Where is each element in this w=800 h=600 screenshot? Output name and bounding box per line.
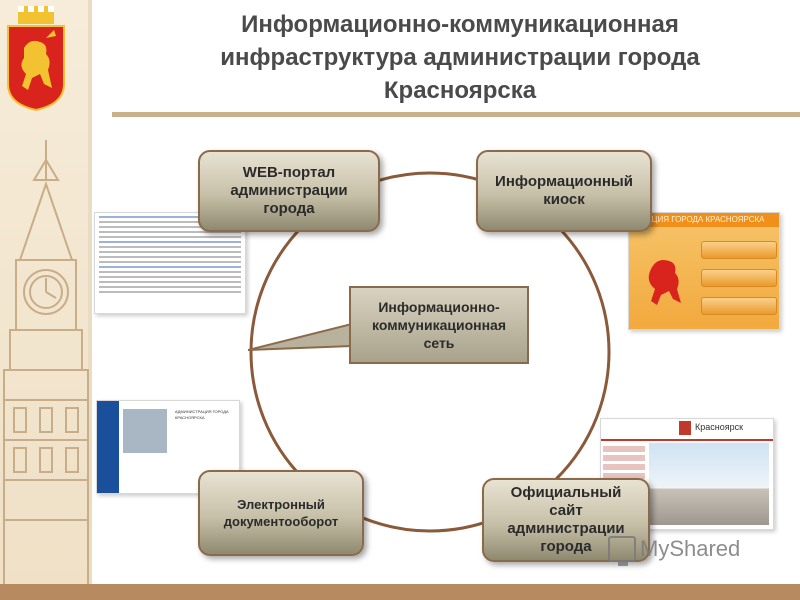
watermark: MyShared [608, 536, 740, 562]
kiosk-menu-button [701, 269, 777, 287]
edoc-photo [123, 409, 167, 453]
bottom-bar [0, 584, 800, 600]
kiosk-menu-button [701, 297, 777, 315]
node-web-portal: WEB-портал администрации города [198, 150, 380, 232]
kiosk-emblem-icon [641, 249, 687, 305]
site-header: Красноярск [601, 419, 773, 441]
callout-pointer [248, 322, 352, 354]
center-callout: Информационно-коммуникационная сеть [349, 286, 529, 364]
presentation-icon [608, 536, 636, 562]
kiosk-menu-button [701, 241, 777, 259]
edoc-sidebar [97, 401, 119, 493]
kiosk-screenshot: СТРАЦИЯ ГОРОДА КРАСНОЯРСКА [628, 212, 780, 330]
site-logo-icon [679, 421, 691, 435]
node-edoc: Электронный документооборот [198, 470, 364, 556]
site-photo [649, 443, 769, 525]
site-name: Красноярск [695, 422, 743, 432]
node-kiosk: Информационный киоск [476, 150, 652, 232]
edoc-title: АДМИНИСТРАЦИЯ ГОРОДА КРАСНОЯРСКА [175, 409, 235, 421]
watermark-text: MyShared [640, 536, 740, 562]
